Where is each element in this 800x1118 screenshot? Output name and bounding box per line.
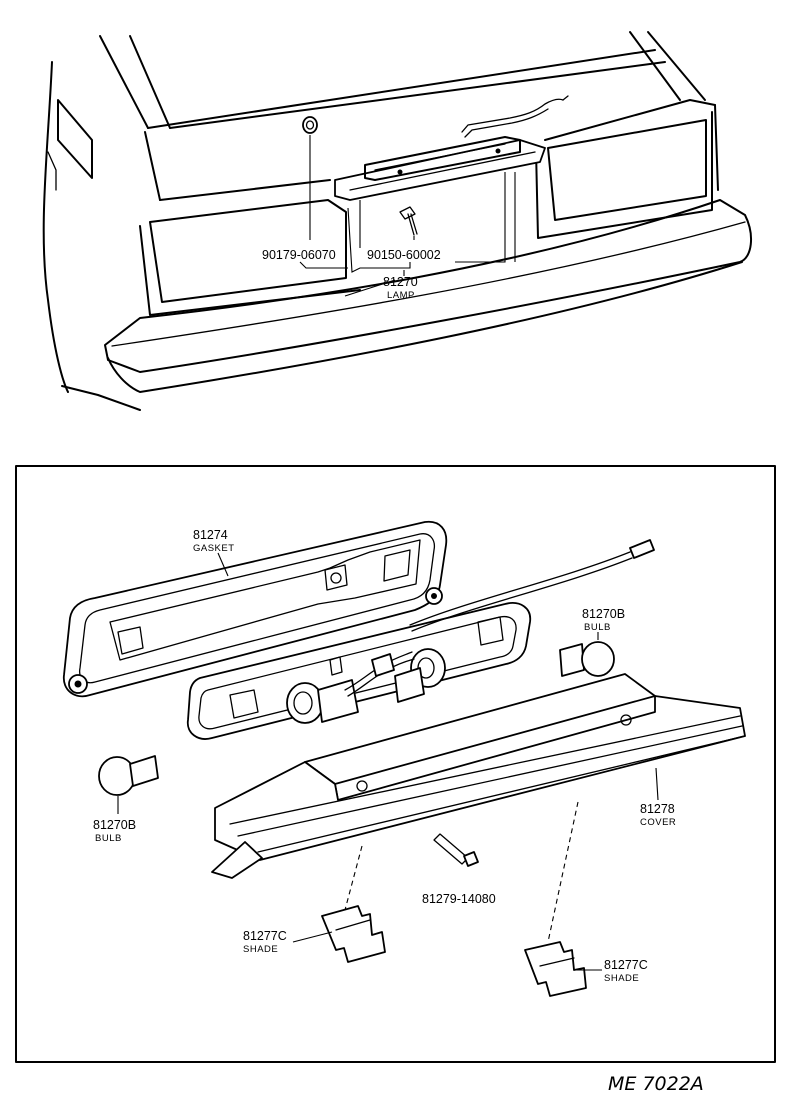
part-number-81270b-left: 81270B [93,818,136,832]
part-number-81278: 81278 [640,802,675,816]
part-name-cover: COVER [640,817,676,828]
part-number-81277c-left: 81277C [243,929,287,943]
exploded-view-frame [15,465,776,1063]
part-name-gasket: GASKET [193,543,235,554]
lamp-base-part [186,539,655,740]
part-number-81279-14080: 81279-14080 [422,892,496,906]
bulb-right [559,641,615,677]
part-number-90179-06070: 90179-06070 [262,248,336,262]
vehicle-rear-view [42,31,752,411]
part-number-81277c-right: 81277C [604,958,648,972]
shade-right [524,941,587,997]
part-number-81274: 81274 [193,528,228,542]
gasket-part [63,520,448,698]
part-name-bulb-right: BULB [584,622,611,633]
part-number-81270b-right: 81270B [582,607,625,621]
part-number-90150-60002: 90150-60002 [367,248,441,262]
drawing-code: ME 7022A [608,1073,704,1095]
part-name-shade-right: SHADE [604,973,639,984]
part-name-shade-left: SHADE [243,944,278,955]
part-name-lamp: LAMP [387,290,415,301]
part-name-bulb-left: BULB [95,833,122,844]
cover-part [211,673,746,879]
shade-left [321,905,386,963]
screw-part [433,833,479,867]
bulb-left [98,755,159,796]
part-number-81270: 81270 [383,275,418,289]
